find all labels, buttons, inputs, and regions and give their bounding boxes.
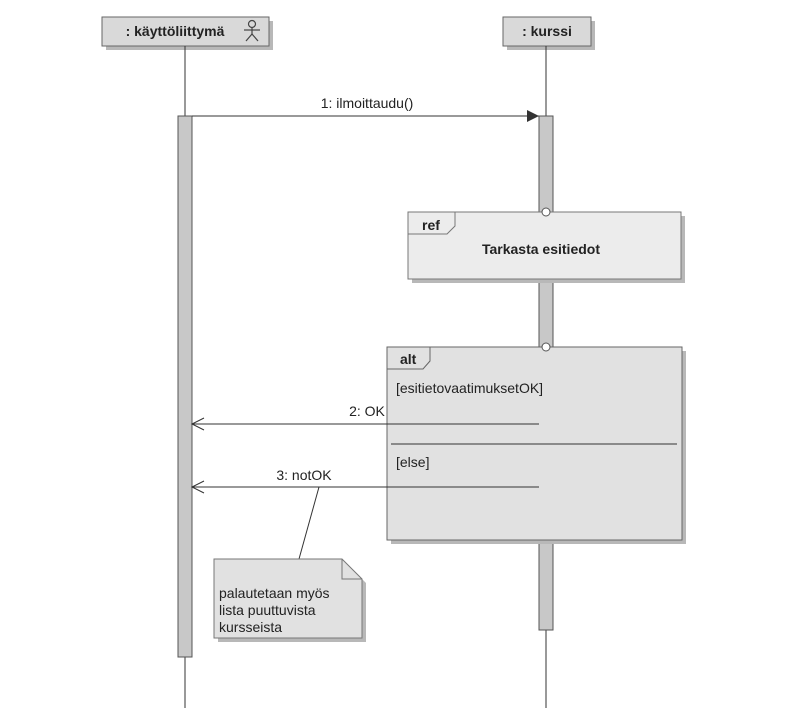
note-line-2: lista puuttuvista [219, 602, 316, 618]
lifeline-kurssi-label: : kurssi [522, 23, 572, 39]
note-anchor-line [298, 486, 320, 560]
alt-guard-1: [esitietovaatimuksetOK] [396, 380, 543, 396]
lifeline-kayttoliittyma[interactable]: : käyttöliittymä [101, 16, 273, 708]
ref-operator-label: ref [422, 217, 440, 233]
alt-guard-2: [else] [396, 454, 429, 470]
alt-gate-circle [541, 342, 551, 352]
message-2-label: 2: OK [349, 403, 385, 419]
actor-icon [244, 19, 260, 42]
activation-bar-kayttoliittyma [177, 115, 193, 658]
message-3-label: 3: notOK [276, 467, 332, 483]
message-2[interactable]: 2: OK [190, 403, 539, 431]
ref-fragment[interactable]: ref Tarkasta esitiedot [407, 207, 685, 283]
alt-operator-label: alt [400, 351, 417, 367]
message-1[interactable]: 1: ilmoittaudu() [192, 95, 539, 122]
note-line-1: palautetaan myös [219, 585, 330, 601]
alt-fragment[interactable]: alt [esitietovaatimuksetOK] [else] [386, 342, 686, 544]
ref-title: Tarkasta esitiedot [482, 241, 600, 257]
lifeline-kayttoliittyma-label: : käyttöliittymä [126, 23, 225, 39]
note[interactable]: palautetaan myös lista puuttuvista kurss… [213, 486, 366, 642]
message-1-label: 1: ilmoittaudu() [321, 95, 414, 111]
message-3[interactable]: 3: notOK [190, 467, 539, 494]
ref-gate-circle [541, 207, 551, 217]
note-line-3: kursseista [219, 619, 282, 635]
